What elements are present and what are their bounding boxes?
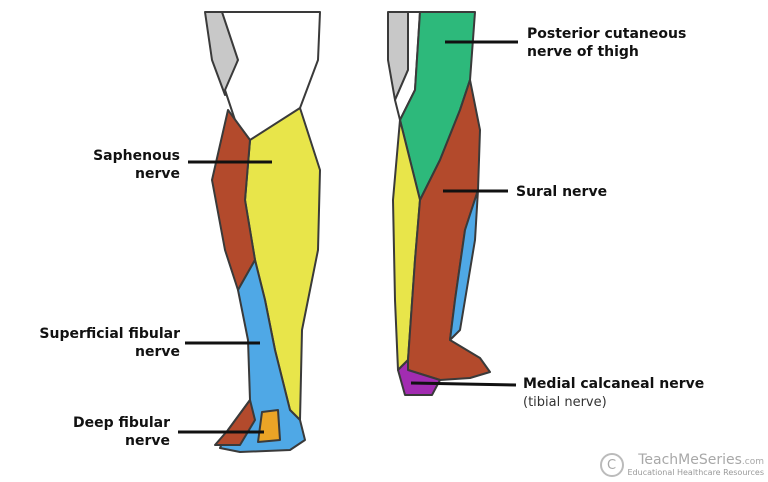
right-blue-strip: [449, 189, 479, 341]
superficial-fibular-label: Superficial fibular nerve: [39, 326, 180, 360]
saphenous-label: Saphenous nerve: [93, 148, 180, 182]
logo-tagline: Educational Healthcare Resources: [627, 468, 765, 477]
right-medial-calcaneal-region: [397, 359, 441, 396]
posterior-cutaneous-label: Posterior cutaneous nerve of thigh: [527, 26, 687, 60]
medial-calcaneal-subtitle: (tibial nerve): [523, 395, 607, 410]
teachmeseries-logo: C TeachMeSeries.com Educational Healthca…: [599, 452, 765, 478]
sural-label: Sural nerve: [516, 184, 608, 200]
medial-calcaneal-label: Medial calcaneal nerve (tibial nerve): [523, 375, 704, 412]
copyright-icon: C: [599, 453, 624, 477]
medial-calcaneal-title: Medial calcaneal nerve: [523, 376, 705, 392]
left-deep-fibular-region: [257, 409, 281, 443]
medial-calcaneal-pointer: [410, 381, 517, 387]
left-toes-red: [214, 399, 256, 446]
logo-suffix: .com: [741, 457, 764, 467]
logo-text: TeachMeSeries: [638, 452, 742, 468]
deep-fibular-label: Deep fibular nerve: [72, 415, 170, 449]
